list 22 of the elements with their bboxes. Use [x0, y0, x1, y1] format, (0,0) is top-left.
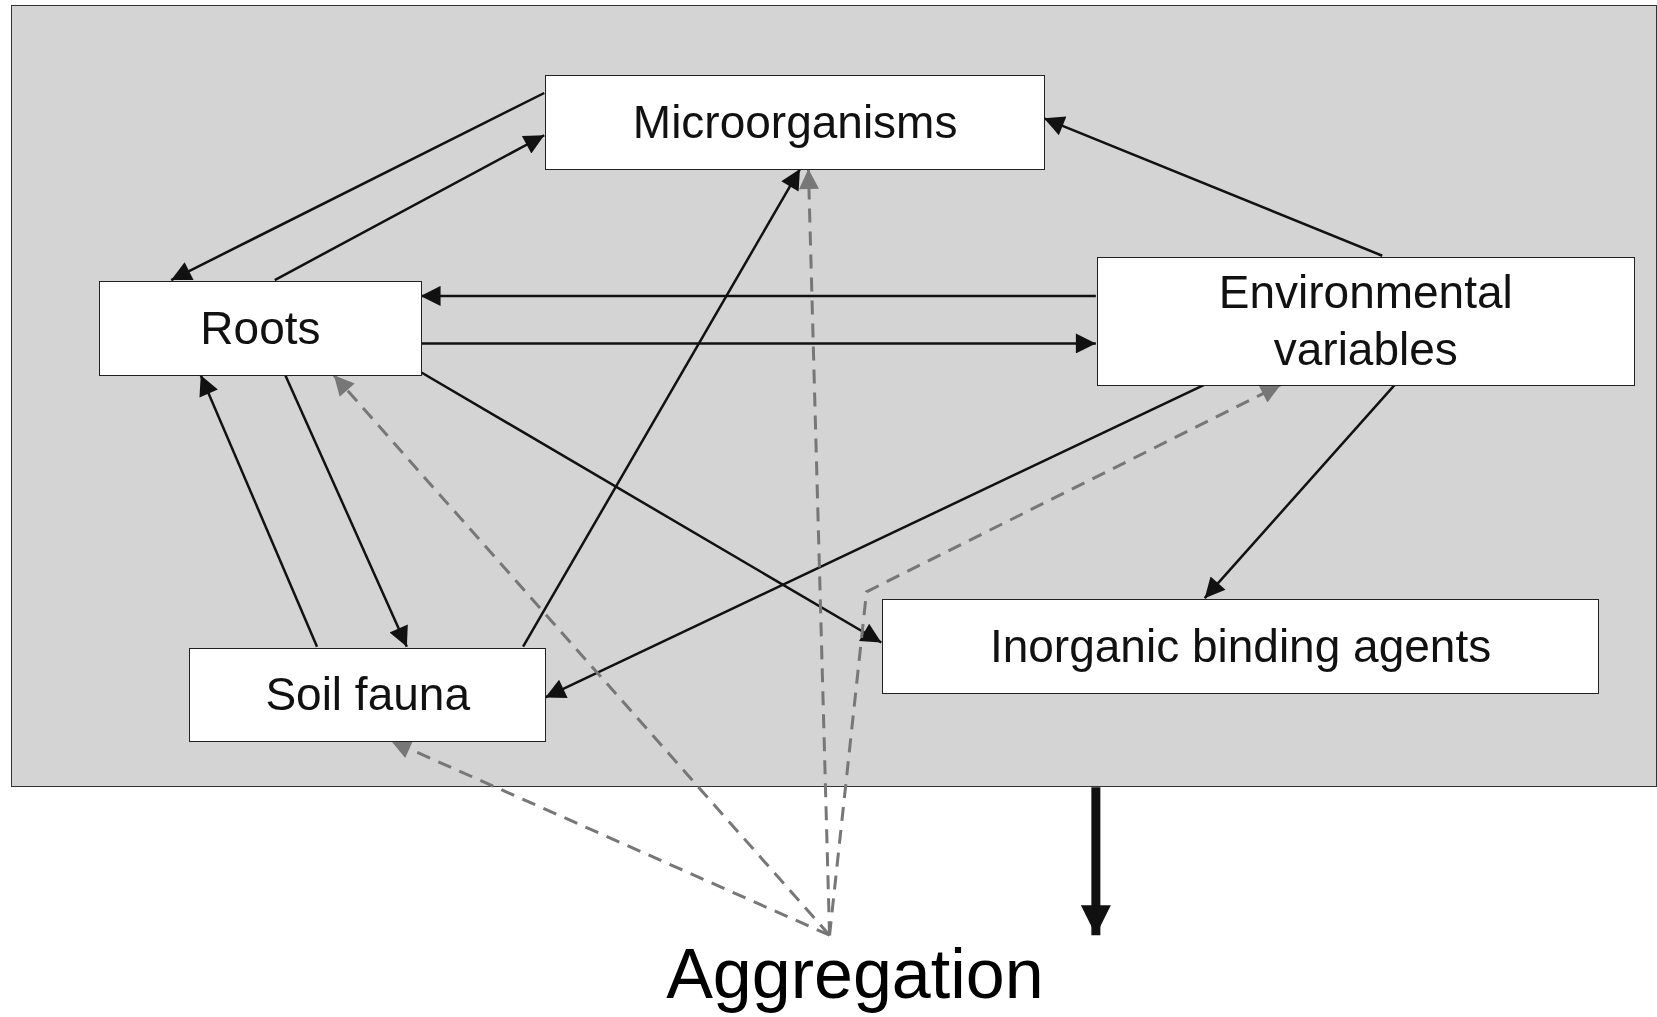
box-label: Soil fauna — [265, 667, 470, 722]
factor-box — [99, 281, 422, 377]
arrow — [170, 91, 545, 282]
factor-box — [545, 74, 1046, 171]
arrow — [284, 374, 408, 648]
arrow — [522, 168, 802, 648]
factor-box — [189, 647, 547, 742]
box-label: Environmental variables — [1217, 264, 1514, 378]
arrow — [332, 374, 831, 937]
box-label: Inorganic binding agents — [989, 618, 1492, 674]
arrow — [420, 285, 1096, 306]
box-label: Microorganisms — [632, 94, 958, 150]
factor-box — [1096, 256, 1635, 386]
arrow — [199, 374, 319, 648]
arrow — [420, 333, 1096, 354]
outcome-label: Aggregation — [600, 935, 1110, 1013]
arrow — [1080, 787, 1111, 936]
arrow — [1043, 116, 1383, 257]
panel-background — [10, 5, 1657, 788]
arrow — [274, 134, 545, 282]
box-label: Roots — [200, 300, 321, 356]
factor-box — [882, 599, 1599, 695]
